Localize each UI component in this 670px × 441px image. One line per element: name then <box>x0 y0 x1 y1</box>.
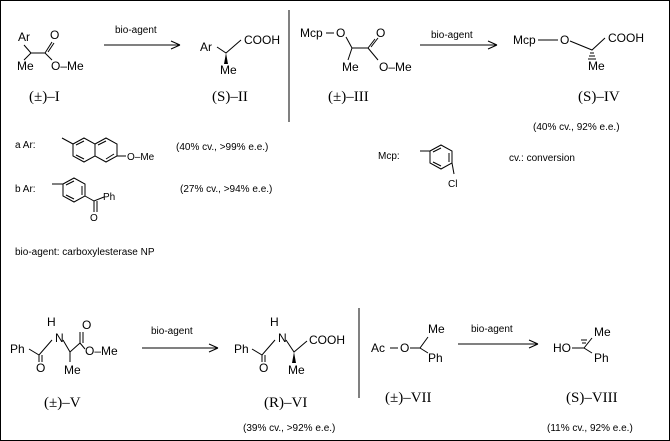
result-compound-6: (39% cv., >92% e.e.) <box>243 423 335 434</box>
substituent-mcp-label: Mcp: <box>378 151 400 162</box>
atom-ar: Ar <box>200 40 212 54</box>
reagent-label-3: bio-agent <box>151 326 193 337</box>
atom-o: O <box>560 33 569 47</box>
atom-ome: O–Me <box>51 59 84 73</box>
atom-o: O <box>400 341 409 355</box>
naphthyl-substituent: O–Me <box>61 137 155 163</box>
chlorophenyl-substituent: Cl <box>420 144 457 190</box>
reagent-label-4: bio-agent <box>471 324 513 335</box>
atom-ome: O–Me <box>127 152 155 163</box>
atom-me: Me <box>220 63 237 77</box>
compound-label-1: (±)–I <box>29 89 60 105</box>
compound-5-structure: Ph O H N Me O O–Me <box>10 315 118 377</box>
compound-label-3: (±)–III <box>328 89 369 105</box>
compound-3-structure: Mcp O O Me O–Me <box>300 26 412 74</box>
atom-ph: Ph <box>428 351 443 365</box>
atom-ome: O–Me <box>379 60 412 74</box>
atom-o: O <box>259 361 268 375</box>
atom-ph: Ph <box>10 342 25 356</box>
atom-o: O <box>82 318 91 332</box>
benzoylphenyl-substituent: Ph O <box>52 177 115 224</box>
compound-label-4: (S)–IV <box>578 89 620 105</box>
reagent-definition: bio-agent: carboxylesterase NP <box>15 247 155 258</box>
compound-6-structure: Ph O H N Me COOH <box>234 315 345 377</box>
result-compound-b: (27% cv., >94% e.e.) <box>180 184 272 195</box>
conversion-note: cv.: conversion <box>509 153 575 164</box>
atom-o: O <box>376 26 385 40</box>
compound-label-5: (±)–V <box>44 395 81 411</box>
reagent-label-2: bio-agent <box>431 30 473 41</box>
atom-o: O <box>36 361 45 375</box>
atom-ho: HO <box>553 341 571 355</box>
atom-mcp: Mcp <box>300 26 323 40</box>
atom-o: O <box>90 213 98 224</box>
atom-ac: Ac <box>371 341 385 355</box>
reaction-arrow-4 <box>458 339 539 349</box>
atom-o: O <box>336 26 345 40</box>
atom-o: O <box>50 28 59 42</box>
atom-me: Me <box>594 325 611 339</box>
result-compound-8: (11% cv., 92% e.e.) <box>547 423 633 434</box>
atom-me: Me <box>342 60 359 74</box>
atom-ph: Ph <box>234 342 249 356</box>
compound-label-2: (S)–II <box>212 89 248 105</box>
atom-n: N <box>55 331 64 345</box>
atom-cl: Cl <box>448 179 457 190</box>
compound-label-7: (±)–VII <box>385 390 432 406</box>
atom-n: N <box>278 331 287 345</box>
atom-ar: Ar <box>18 30 30 44</box>
compound-2-structure: Ar COOH Me <box>200 33 280 77</box>
atom-me: Me <box>428 322 445 336</box>
reaction-arrow-1 <box>104 40 181 50</box>
atom-h: H <box>47 315 56 329</box>
compound-label-6: (R)–VI <box>264 395 307 411</box>
compound-8-structure: HO Me Ph <box>553 325 611 365</box>
atom-cooh: COOH <box>244 33 280 47</box>
reaction-arrow-2 <box>420 40 498 50</box>
atom-h: H <box>270 315 279 329</box>
compound-label-8: (S)–VIII <box>566 390 618 406</box>
substituent-a-label: a Ar: <box>15 140 36 151</box>
result-compound-a: (40% cv., >99% e.e.) <box>176 142 268 153</box>
atom-cooh: COOH <box>309 333 345 347</box>
substituent-b-label: b Ar: <box>15 184 36 195</box>
result-compound-4: (40% cv., 92% e.e.) <box>533 122 620 133</box>
atom-me: Me <box>17 59 34 73</box>
atom-me: Me <box>588 59 605 73</box>
atom-me: Me <box>64 363 81 377</box>
compound-4-structure: Mcp O COOH Me <box>513 31 644 73</box>
reaction-arrow-3 <box>142 343 219 353</box>
atom-ph: Ph <box>594 351 609 365</box>
compound-7-structure: Ac O Me Ph <box>371 322 445 365</box>
atom-ph: Ph <box>103 192 115 203</box>
compound-1-structure: Ar Me O O–Me <box>17 28 84 73</box>
reagent-label-1: bio-agent <box>115 25 157 36</box>
atom-me: Me <box>288 363 305 377</box>
atom-cooh: COOH <box>608 31 644 45</box>
atom-ome: O–Me <box>85 344 118 358</box>
atom-mcp: Mcp <box>513 33 536 47</box>
